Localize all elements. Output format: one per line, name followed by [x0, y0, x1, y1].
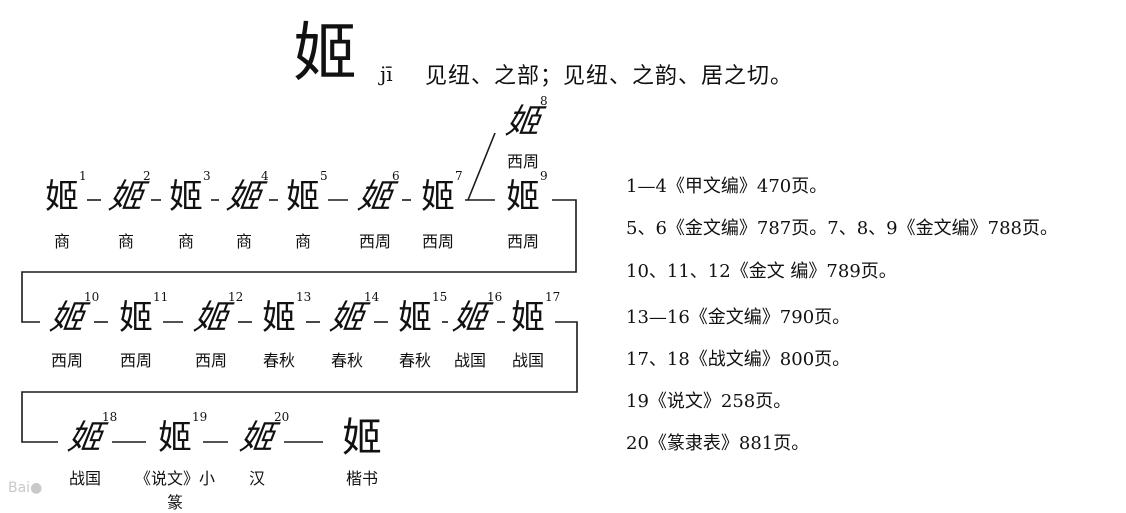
glyph-number: 2 — [143, 169, 151, 183]
glyph-form: 姬 — [421, 177, 455, 217]
glyph-number: 3 — [203, 169, 211, 183]
glyph-era-label: 西周 — [50, 351, 83, 370]
glyph-era-label: 西周 — [506, 152, 539, 171]
glyph-number: 15 — [432, 290, 448, 304]
glyph-form: 姬 — [119, 298, 153, 338]
source-line: 10、11、12《金文 编》789页。 — [626, 261, 897, 282]
source-line: 13—16《金文编》790页。 — [626, 307, 851, 328]
glyph-number: 1 — [79, 169, 87, 183]
glyph-era-label: 商 — [294, 232, 311, 251]
source-line: 17、18《战文编》800页。 — [626, 349, 851, 370]
glyph-number: 13 — [296, 290, 312, 304]
connector-segment — [467, 132, 496, 201]
glyph-form: 姬 — [511, 298, 545, 338]
glyph-era-label: 《说文》小篆 — [134, 469, 215, 512]
source-line: 1—4《甲文编》470页。 — [626, 176, 828, 197]
watermark-logo: Bai● — [8, 480, 43, 496]
row-connector — [21, 321, 578, 443]
source-line: 5、6《金文编》787页。7、8、9《金文编》788页。 — [626, 218, 1058, 239]
glyph-number: 20 — [274, 410, 290, 424]
glyph-form: 姬 — [506, 177, 540, 217]
glyph-era-label: 战国 — [511, 351, 544, 370]
glyph-era-label: 商 — [235, 232, 252, 251]
headword-reading: 见纽、之部；见纽、之韵、居之切。 — [425, 64, 794, 89]
glyph-number: 14 — [364, 290, 380, 304]
glyph-form: 姬 — [286, 177, 320, 217]
glyph-number: 10 — [84, 290, 100, 304]
glyph-form: 姬 — [169, 177, 203, 217]
glyph-era-label: 西周 — [421, 232, 454, 251]
glyph-form: 姬 — [45, 177, 79, 217]
glyph-era-label: 春秋 — [398, 351, 431, 370]
glyph-era-label: 西周 — [506, 232, 539, 251]
glyph-form: 姬 — [262, 298, 296, 338]
glyph-number: 11 — [153, 290, 169, 304]
row-connector — [21, 199, 577, 323]
glyph-era-label: 西周 — [194, 351, 227, 370]
glyph-number: 9 — [540, 169, 548, 183]
glyph-number: 8 — [540, 94, 548, 108]
glyph-number: 7 — [455, 169, 463, 183]
glyph-number: 5 — [320, 169, 328, 183]
glyph-number: 4 — [261, 169, 269, 183]
source-line: 19《说文》258页。 — [626, 391, 792, 412]
glyph-era-label: 春秋 — [262, 351, 295, 370]
kaishu-era-label: 楷书 — [345, 469, 378, 488]
glyph-number: 6 — [392, 169, 400, 183]
glyph-era-label: 西周 — [358, 232, 391, 251]
glyph-number: 19 — [192, 410, 208, 424]
headword-character: 姬 — [293, 17, 357, 91]
glyph-era-label: 战国 — [68, 469, 101, 488]
glyph-era-label: 商 — [53, 232, 70, 251]
glyph-era-label: 商 — [117, 232, 134, 251]
glyph-number: 16 — [487, 290, 503, 304]
glyph-era-label: 西周 — [119, 351, 152, 370]
glyph-form: 姬 — [398, 298, 432, 338]
glyph-era-label: 汉 — [248, 469, 265, 488]
glyph-era-label: 商 — [177, 232, 194, 251]
glyph-era-label: 春秋 — [330, 351, 363, 370]
glyph-form: 姬 — [158, 418, 192, 458]
glyph-era-label: 战国 — [453, 351, 486, 370]
headword-pinyin: jī — [380, 62, 393, 86]
glyph-number: 12 — [228, 290, 244, 304]
glyph-number: 17 — [545, 290, 561, 304]
source-line: 20《篆隶表》881页。 — [626, 433, 810, 454]
glyph-number: 18 — [102, 410, 118, 424]
kaishu-character: 姬 — [342, 415, 382, 461]
